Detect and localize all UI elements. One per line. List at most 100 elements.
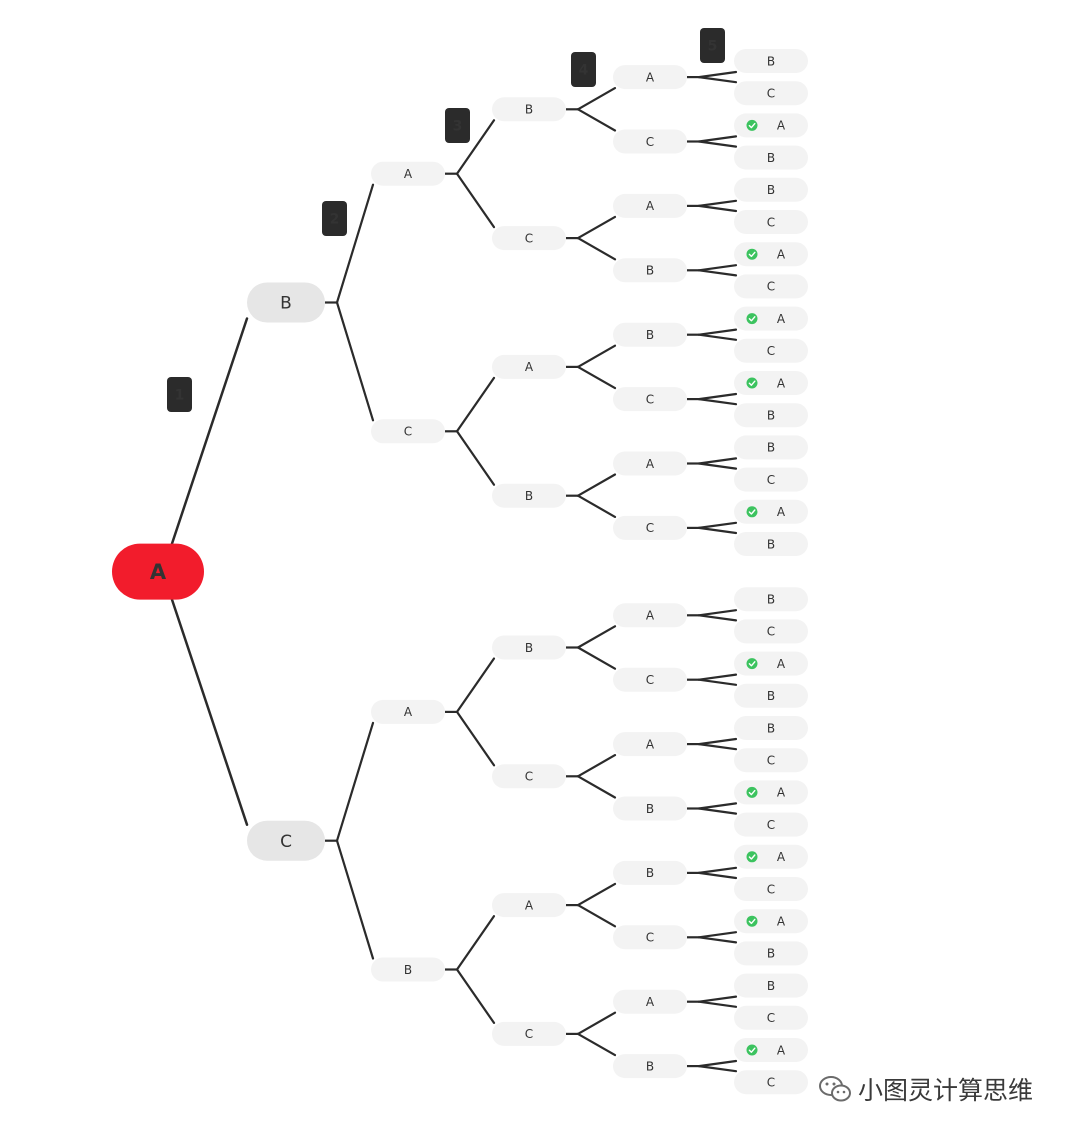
node-label: A	[525, 360, 534, 374]
tree-edge	[697, 936, 738, 944]
tree-node: C	[492, 1021, 566, 1046]
node-pill	[734, 812, 808, 837]
node-label: A	[777, 1043, 786, 1057]
tree-node: C	[492, 764, 566, 789]
level-badge-label: 3	[453, 119, 463, 135]
node-label: C	[525, 770, 533, 784]
node-pill	[734, 1005, 808, 1030]
node-pill	[613, 129, 687, 154]
node-label: A	[646, 199, 655, 213]
leaf-node: B	[734, 532, 808, 556]
level-badge-2: 2	[322, 201, 347, 236]
nodes-layer: ABABABCCABCABCBACCABACCABBABCCABCABABCCA…	[112, 49, 808, 1095]
tree-node: B	[613, 258, 687, 283]
node-pill	[492, 226, 566, 251]
node-label: C	[646, 931, 654, 945]
node-pill	[613, 515, 687, 540]
tree-edge	[697, 199, 738, 207]
node-label: A	[777, 505, 786, 519]
node-pill	[734, 651, 808, 676]
node-pill	[734, 748, 808, 773]
tree-edge	[697, 264, 738, 272]
node-pill	[613, 732, 687, 757]
check-icon	[746, 248, 758, 260]
node-pill	[734, 716, 808, 740]
tree-edge	[576, 237, 617, 261]
tree-node: A	[613, 65, 687, 90]
leaf-node: C	[734, 274, 808, 299]
leaf-node: B	[734, 587, 808, 612]
tree-node: A	[613, 193, 687, 218]
tree-edge	[697, 1000, 738, 1008]
tree-edge	[455, 657, 496, 714]
check-icon	[746, 1044, 758, 1056]
node-pill	[371, 957, 445, 982]
tree-edge	[697, 802, 738, 810]
tree-node: A	[613, 732, 687, 757]
tree-node: A	[613, 989, 687, 1014]
tree-edge	[697, 70, 738, 79]
tree-edge	[697, 462, 738, 470]
node-pill	[613, 1054, 687, 1079]
tree-edge	[697, 75, 738, 84]
check-icon	[746, 506, 758, 518]
node-label: A	[404, 705, 413, 719]
leaf-node: C	[734, 877, 808, 901]
tree-node: A	[371, 699, 445, 724]
node-label: B	[767, 441, 775, 455]
leaf-node: A	[734, 909, 808, 934]
tree-edge	[697, 398, 738, 406]
node-label: B	[767, 537, 775, 551]
tree-node: B	[613, 860, 687, 885]
node-pill	[492, 764, 566, 789]
level-badge-3: 3	[445, 108, 470, 143]
tree-edge	[697, 135, 738, 143]
tree-edge	[576, 215, 617, 240]
node-label: B	[767, 409, 775, 423]
tree-edge	[576, 108, 617, 132]
node-label: B	[646, 866, 654, 880]
tree-edge	[697, 457, 738, 465]
node-label: A	[646, 70, 655, 84]
tree-edge	[697, 526, 738, 535]
tree-node: C	[492, 226, 566, 251]
tree-edge	[697, 204, 738, 213]
tree-node: C	[613, 925, 687, 950]
node-label: A	[646, 737, 655, 751]
node-pill	[734, 619, 808, 644]
node-pill	[613, 193, 687, 218]
node-pill	[734, 274, 808, 299]
leaf-node: A	[734, 371, 808, 395]
tree-edge	[170, 317, 249, 545]
tree-edge	[576, 646, 617, 670]
node-label: C	[767, 625, 775, 639]
node-label: C	[767, 215, 775, 229]
tree-node: B	[371, 957, 445, 982]
level-badge-4: 4	[571, 52, 596, 87]
tree-edge	[576, 473, 617, 497]
tree-node: A	[492, 893, 566, 918]
tree-edge	[335, 839, 375, 960]
node-label: C	[646, 135, 654, 149]
node-label: C	[767, 87, 775, 101]
node-pill	[734, 909, 808, 934]
node-pill	[734, 371, 808, 395]
node-label: B	[767, 54, 775, 68]
node-label: B	[646, 264, 654, 278]
node-label: C	[767, 473, 775, 487]
tree-edge	[576, 882, 617, 907]
tree-edge	[697, 521, 738, 530]
check-icon	[746, 377, 758, 389]
node-label: C	[767, 1076, 775, 1090]
node-pill	[734, 467, 808, 492]
node-label: B	[404, 963, 412, 977]
tree-node: A	[613, 603, 687, 628]
node-pill	[734, 499, 808, 524]
node-label: A	[646, 457, 655, 471]
node-label: C	[767, 818, 775, 832]
watermark-text: 小图灵计算思维	[858, 1076, 1034, 1105]
node-pill	[613, 322, 687, 347]
tree-edge	[697, 866, 738, 875]
